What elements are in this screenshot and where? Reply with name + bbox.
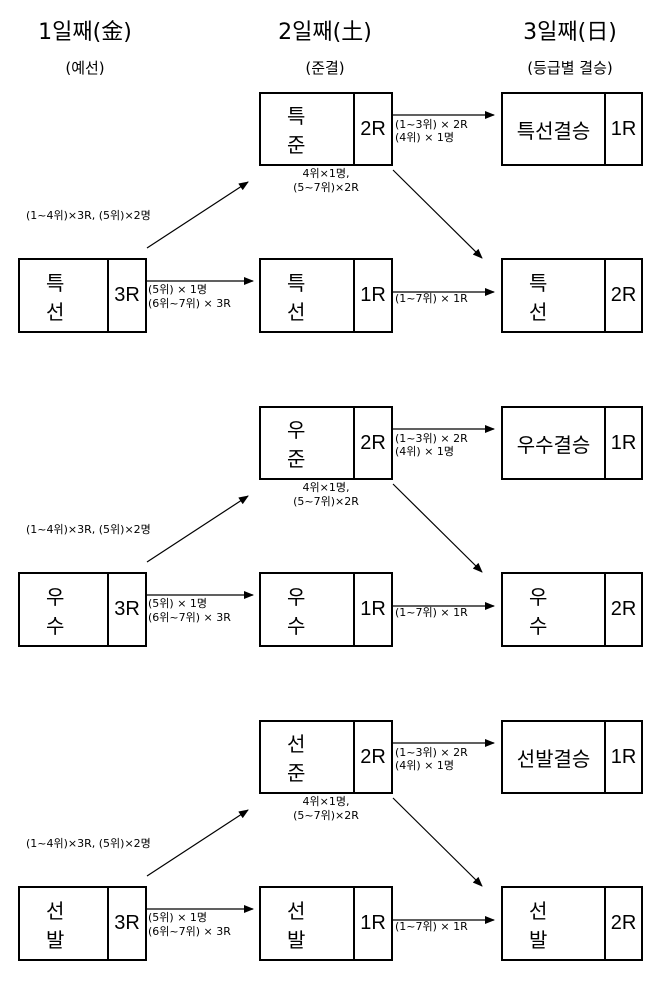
label-prelim-to-semi-bottom-2: (6위~7위) × 3R [148,611,231,624]
semi-bottom-box-rounds: 1R [353,888,391,959]
semi-top-box-rounds: 2R [353,94,391,164]
label-prelim-to-semi-top: (1~4위)×3R, (5위)×2명 [26,837,151,850]
final-top-box-rounds: 1R [604,722,641,792]
prelim-box: 우 수 3R [18,572,147,647]
final-top-box-label: 우수결승 [516,432,591,457]
semi-top-box: 우 준 2R [259,406,393,480]
semi-bottom-box-label: 선 발 [287,898,332,952]
arrow-prelim-to-semi-top [146,809,249,877]
arrow-semi-top-to-final-bottom [392,483,483,573]
final-bottom-box-label: 우 수 [529,584,574,638]
label-prelim-to-semi-bottom-2: (6위~7위) × 3R [148,925,231,938]
arrow-prelim-to-semi-top [146,181,249,249]
prelim-box-rounds: 3R [107,888,145,959]
semi-top-box: 선 준 2R [259,720,393,794]
final-bottom-box: 선 발 2R [501,886,643,961]
final-top-box-label: 선발결승 [516,746,591,771]
label-semi-top-below-2: (5~7위)×2R [293,495,359,508]
final-bottom-box-rounds: 2R [604,260,641,331]
day1-subtitle: (예선) [65,59,105,77]
prelim-box-label: 특 선 [46,270,91,324]
label-semi-bottom-to-final: (1~7위) × 1R [395,292,468,305]
semi-bottom-box: 특 선 1R [259,258,393,333]
label-semi-top-to-final-2: (4위) × 1명 [395,131,455,144]
semi-top-box-label: 우 준 [287,418,332,471]
label-prelim-to-semi-bottom-1: (5위) × 1명 [148,911,208,924]
final-bottom-box-rounds: 2R [604,574,641,645]
arrow-prelim-to-semi-top [146,495,249,563]
final-bottom-box-label: 선 발 [529,898,574,952]
final-bottom-box-rounds: 2R [604,888,641,959]
label-prelim-to-semi-bottom-2: (6위~7위) × 3R [148,297,231,310]
day3-title: 3일째(日) [523,20,617,45]
semi-top-box-rounds: 2R [353,408,391,478]
semi-top-box-rounds: 2R [353,722,391,792]
final-bottom-box: 특 선 2R [501,258,643,333]
label-prelim-to-semi-bottom-1: (5위) × 1명 [148,283,208,296]
semi-bottom-box: 우 수 1R [259,572,393,647]
final-bottom-box: 우 수 2R [501,572,643,647]
final-top-box-label: 특선결승 [516,118,591,143]
prelim-box-rounds: 3R [107,574,145,645]
arrow-semi-top-to-final-bottom [392,797,483,887]
label-semi-top-below-1: 4위×1명, [302,481,350,494]
final-bottom-box-label: 특 선 [529,270,574,324]
prelim-box-label: 우 수 [46,584,91,638]
label-semi-top-below-1: 4위×1명, [302,167,350,180]
semi-top-box: 특 준 2R [259,92,393,166]
prelim-box: 선 발 3R [18,886,147,961]
label-semi-bottom-to-final: (1~7위) × 1R [395,606,468,619]
arrow-semi-top-to-final-bottom [392,169,483,259]
label-semi-top-to-final-1: (1~3위) × 2R [395,118,468,131]
label-prelim-to-semi-top: (1~4위)×3R, (5위)×2명 [26,209,151,222]
label-semi-top-below-2: (5~7위)×2R [293,181,359,194]
label-semi-top-below-1: 4위×1명, [302,795,350,808]
prelim-box-label: 선 발 [46,898,91,952]
semi-bottom-box-label: 특 선 [287,270,332,324]
semi-bottom-box-rounds: 1R [353,574,391,645]
final-top-box-rounds: 1R [604,94,641,164]
prelim-box-rounds: 3R [107,260,145,331]
final-top-box: 우수결승 1R [501,406,643,480]
label-semi-top-to-final-2: (4위) × 1명 [395,759,455,772]
label-prelim-to-semi-bottom-1: (5위) × 1명 [148,597,208,610]
day1-title: 1일째(金) [38,20,132,45]
semi-bottom-box-label: 우 수 [287,584,332,638]
semi-bottom-box: 선 발 1R [259,886,393,961]
semi-bottom-box-rounds: 1R [353,260,391,331]
day2-title: 2일째(土) [278,20,372,45]
prelim-box: 특 선 3R [18,258,147,333]
label-semi-top-to-final-2: (4위) × 1명 [395,445,455,458]
label-semi-top-to-final-1: (1~3위) × 2R [395,746,468,759]
label-semi-top-below-2: (5~7위)×2R [293,809,359,822]
label-prelim-to-semi-top: (1~4위)×3R, (5위)×2명 [26,523,151,536]
final-top-box: 특선결승 1R [501,92,643,166]
day2-subtitle: (준결) [305,59,345,77]
semi-top-box-label: 선 준 [287,732,332,785]
label-semi-top-to-final-1: (1~3위) × 2R [395,432,468,445]
label-semi-bottom-to-final: (1~7위) × 1R [395,920,468,933]
final-top-box-rounds: 1R [604,408,641,478]
day3-subtitle: (등급별 결승) [527,59,613,77]
final-top-box: 선발결승 1R [501,720,643,794]
semi-top-box-label: 특 준 [287,104,332,157]
